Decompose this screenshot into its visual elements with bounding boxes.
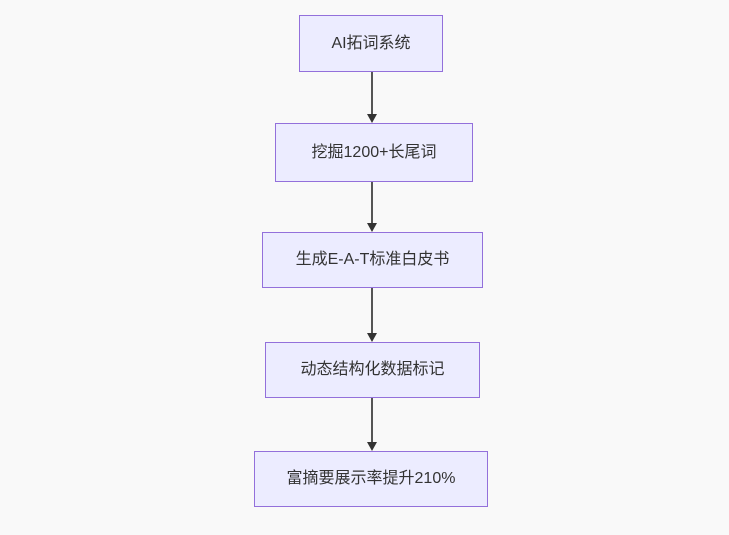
flow-node-label: 动态结构化数据标记 [300, 361, 445, 378]
arrow-line [370, 182, 373, 225]
arrowhead-down-icon [366, 114, 377, 123]
flow-node-generate-eat-whitepaper: 生成E-A-T标准白皮书 [262, 232, 483, 288]
arrowhead-down-icon [366, 442, 377, 451]
flow-node-ai-word-expansion-system: AI拓词系统 [299, 15, 443, 72]
flow-node-mine-longtail-keywords: 挖掘1200+长尾词 [275, 123, 473, 182]
flow-arrow-2 [365, 182, 378, 232]
flow-arrow-3 [365, 288, 378, 342]
flow-node-label: AI拓词系统 [331, 34, 411, 52]
arrow-line [370, 288, 373, 335]
flow-node-label: 富摘要展示率提升210% [286, 470, 456, 487]
flow-node-rich-snippet-rate-increase: 富摘要展示率提升210% [254, 451, 488, 507]
arrowhead-down-icon [366, 333, 377, 342]
flow-arrow-1 [365, 72, 378, 123]
flow-node-dynamic-structured-data-markup: 动态结构化数据标记 [265, 342, 480, 398]
arrow-line [370, 398, 373, 444]
flow-node-label: 生成E-A-T标准白皮书 [295, 251, 450, 268]
flow-arrow-4 [365, 398, 378, 451]
arrow-line [370, 72, 373, 116]
arrowhead-down-icon [366, 223, 377, 232]
flow-node-label: 挖掘1200+长尾词 [311, 143, 437, 161]
